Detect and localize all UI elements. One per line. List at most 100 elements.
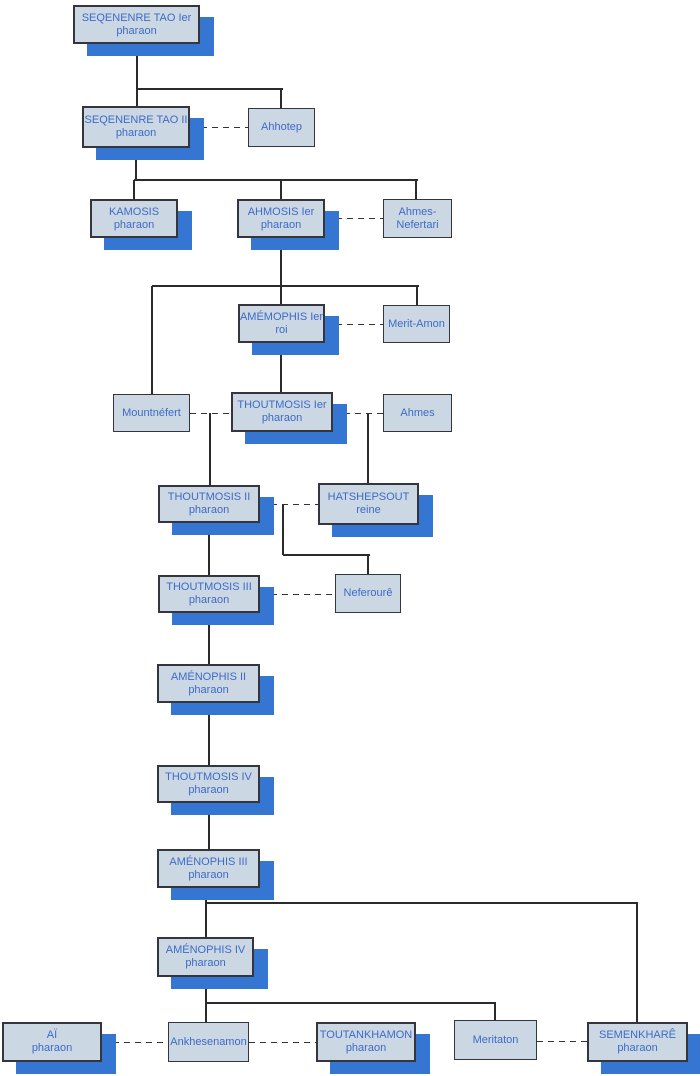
person-name: THOUTMOSIS II [167,491,251,503]
person-name: Ahhotep [261,121,302,133]
descent-connector-line [416,286,418,305]
person-title: pharaon [113,218,155,231]
person-title: pharaon [116,24,157,37]
person-title: roi [275,323,288,336]
descent-connector-line [136,44,138,106]
descent-connector-line [494,1003,496,1020]
marriage-connector-line [102,1042,168,1043]
person-box-ahmes-nefertari: Ahmes-Nefertari [383,199,452,238]
person-box-ahmes: Ahmes [383,394,452,432]
descent-connector-line [135,148,137,180]
person-name: AHMOSIS Ier [247,205,315,218]
person-title: pharaon [260,218,302,231]
descent-connector-line [205,977,207,1022]
descent-connector-line [208,703,210,765]
person-title: pharaon [31,1042,73,1054]
person-title: pharaon [188,784,229,796]
descent-connector-line [280,238,282,304]
descent-connector-line [206,1002,496,1004]
marriage-connector-line [537,1041,587,1042]
person-name: Ahmes- [398,205,437,218]
person-name: THOUTMOSIS Ier [237,399,327,411]
person-box-mountnefert: Mountnéfert [113,394,190,432]
marriage-connector-line [260,594,335,595]
descent-connector-line [283,554,370,556]
person-name: AÏ [46,1029,58,1041]
person-box-meritaton: Meritaton [454,1020,537,1060]
person-name: THOUTMOSIS IV [165,771,252,783]
descent-connector-line [205,888,207,937]
descent-connector-line [134,179,418,181]
descent-connector-line [209,413,211,485]
descent-connector-line [280,180,282,199]
person-name: SEQENENRE TAO II [84,114,188,126]
person-title: pharaon [115,127,157,139]
marriage-connector-line [190,413,231,414]
person-title: Nefertari [396,218,439,231]
person-name: Ahmes [400,406,435,419]
person-name: AMÉMOPHIS Ier [239,310,324,323]
descent-connector-line [151,286,153,394]
descent-connector-line [133,180,135,199]
person-name: Mountnéfert [122,406,181,419]
person-name: AMÉNOPHIS III [169,855,248,868]
person-box-ankhesenamon: Ankhesenamon [168,1022,249,1062]
person-title: pharaon [188,868,229,881]
person-name: Ankhesenamon [170,1035,247,1048]
person-name: AMÉNOPHIS II [170,670,247,683]
person-name: SEMENKHARÊ [598,1029,677,1041]
person-name: THOUTMOSIS III [166,581,252,593]
person-title: pharaon [261,412,303,424]
descent-connector-line [280,343,282,392]
marriage-connector-line [260,504,318,505]
descent-connector-line [152,285,419,287]
person-box-merit-amon: Merit-Amon [383,305,450,343]
marriage-connector-line [249,1042,316,1043]
descent-connector-line [367,413,369,483]
person-title: pharaon [617,1042,658,1054]
person-title: pharaon [188,594,230,606]
descent-connector-line [415,180,417,199]
descent-connector-line [206,902,638,904]
descent-connector-line [208,613,210,664]
marriage-connector-line [325,324,383,325]
person-box-ahhotep: Ahhotep [248,108,315,147]
person-name: Merit-Amon [388,317,445,330]
descent-connector-line [636,903,638,1022]
descent-connector-line [282,504,284,555]
descent-connector-line [280,89,282,108]
descent-connector-line [367,555,369,574]
person-box-neferoure: Neferourê [335,574,401,613]
person-title: pharaon [345,1042,387,1054]
person-name: TOUTANKHAMON [319,1029,413,1041]
person-name: KAMOSIS [108,205,160,218]
person-name: HATSHEPSOUT [327,491,410,503]
descent-connector-line [208,803,210,849]
person-title: reine [356,504,381,516]
descent-connector-line [208,523,210,575]
person-name: AMÉNOPHIS IV [165,944,246,956]
person-name: Meritaton [472,1033,519,1046]
marriage-connector-line [190,127,248,128]
person-title: pharaon [185,957,226,969]
descent-connector-line [137,88,283,90]
person-name: SEQENENRE TAO Ier [81,11,192,24]
person-name: Neferourê [343,587,393,599]
